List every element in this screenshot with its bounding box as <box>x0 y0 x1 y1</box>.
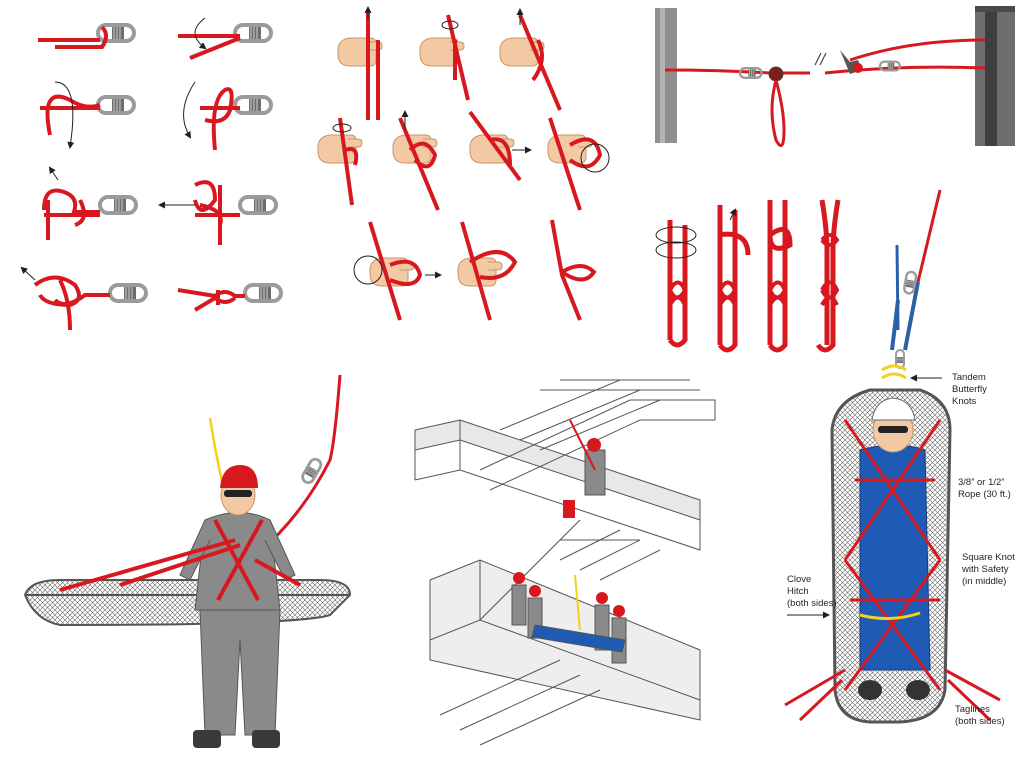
fig8-step-4 <box>815 199 841 353</box>
square-knot <box>859 611 921 620</box>
carabiner-icon <box>108 283 148 303</box>
hand-step-5 <box>392 110 440 211</box>
patient-basket-panel: Tandem Butterfly Knots 3/8” or 1/2” Rope… <box>784 189 1017 727</box>
hand-step-3 <box>499 8 562 111</box>
knot-step-2 <box>178 17 273 60</box>
label-taglines: Taglines (both sides) <box>955 704 1005 727</box>
pulley-icon <box>768 66 784 82</box>
fig8-step-2 <box>717 205 751 353</box>
carabiner-icon <box>233 95 273 115</box>
rescuer-upper <box>563 419 606 518</box>
knot-step-6 <box>158 180 278 245</box>
hand-icon <box>337 37 383 67</box>
hand-step-8 <box>353 221 442 321</box>
knot-step-8 <box>177 283 283 312</box>
hand-step-9 <box>457 221 518 321</box>
staircase-icon <box>414 379 716 746</box>
bowline-finished <box>550 219 597 321</box>
carabiner-icon <box>98 195 138 215</box>
knot-step-1 <box>38 23 136 49</box>
label-clove-hitch: Clove Hitch (both sides) <box>787 574 837 609</box>
beam-anchor-panel <box>655 6 1015 148</box>
knot-step-3 <box>40 81 136 149</box>
beam-icon <box>975 6 1015 146</box>
label-square-knot: Square Knot with Safety (in middle) <box>961 552 1017 587</box>
pipe-icon <box>655 8 677 143</box>
rescuer-basket-panel <box>23 374 352 748</box>
hand-step-7 <box>547 117 610 211</box>
knot-step-4 <box>183 81 273 151</box>
label-tandem-butterfly: Tandem Butterfly Knots <box>952 372 990 407</box>
knot-step-7 <box>20 266 148 331</box>
hand-step-1 <box>337 6 383 120</box>
carabiner-icon <box>243 283 283 303</box>
taglines <box>784 668 1001 722</box>
hand-step-2 <box>419 14 470 101</box>
figure-eight-sequence-panel <box>655 199 841 353</box>
hand-step-4 <box>317 117 363 206</box>
fig8-step-1 <box>655 220 697 348</box>
carabiner-icon <box>233 23 273 43</box>
knot-step-5 <box>42 166 138 240</box>
knot-sequence-carabiner-panel <box>20 17 283 331</box>
rescue-team-lower <box>511 572 627 664</box>
staircase-panel <box>414 379 716 746</box>
fig8-step-3 <box>767 200 793 353</box>
label-rope-size: 3/8” or 1/2” Rope (30 ft.) <box>958 477 1011 500</box>
hand-knot-sequence-panel <box>317 6 610 321</box>
carabiner-icon <box>238 195 278 215</box>
lashing-rope <box>843 419 942 691</box>
hand-step-6 <box>468 110 532 182</box>
carabiner-icon <box>96 95 136 115</box>
rescuer-figure-icon <box>179 465 296 748</box>
